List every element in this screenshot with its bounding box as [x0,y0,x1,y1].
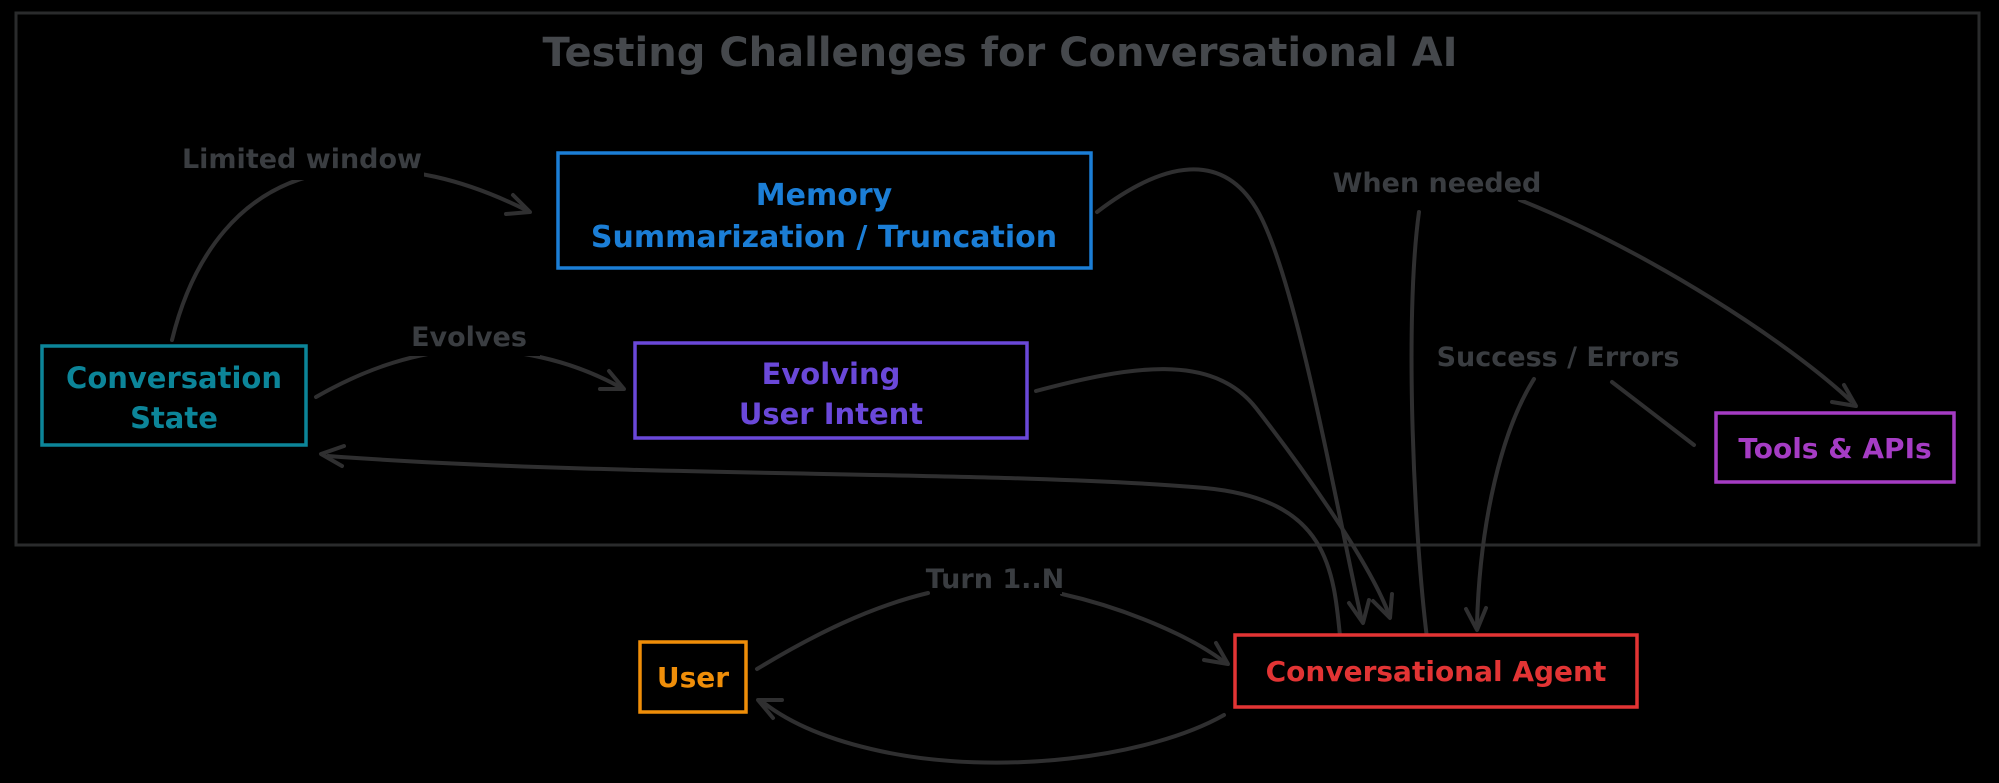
edge-label-limited-window: Limited window [182,144,422,175]
label-bg [1420,333,1696,375]
node-memory: Memory Summarization / Truncation [556,151,1093,270]
edge-agent-to-state [326,454,1343,649]
conversation-state-box [40,344,308,447]
diagram-title: Testing Challenges for Conversational AI [543,30,1458,76]
conversation-state-label-line1: Conversation [66,361,282,395]
label-bg [1330,160,1538,200]
edge-labels: Limited window Evolves When needed Succe… [182,144,1679,595]
arrowhead [1830,383,1858,408]
conversational-agent-label: Conversational Agent [1266,655,1607,688]
evolving-user-intent-box [633,341,1029,440]
edge-label-evolves: Evolves [411,322,527,353]
arrowhead [1202,641,1230,666]
edge-label-backgrounds [182,138,1696,594]
evolving-user-intent-label-line1: Evolving [762,357,901,391]
conversation-state-label-line2: State [130,401,218,435]
label-bg [930,556,1062,594]
memory-label-line2: Summarization / Truncation [591,220,1057,255]
arrowhead [504,193,532,216]
conversational-agent-box [1233,633,1639,709]
edge-label-when-needed: When needed [1333,168,1542,199]
edge-user-to-agent-head [1060,592,1225,663]
edge-agent-to-tools-head [1518,198,1853,403]
edge-memory-to-agent [1095,167,1363,619]
arrowhead [1347,598,1371,625]
node-conversational-agent: Conversational Agent [1233,633,1639,709]
edge-tools-to-agent-head [1475,377,1536,626]
memory-box [556,151,1093,270]
tools-apis-box [1714,411,1956,484]
node-tools-apis: Tools & APIs [1714,411,1956,484]
node-user: User [638,640,748,714]
user-label: User [657,661,729,694]
arrowhead [1371,592,1394,620]
node-conversation-state: Conversation State [40,344,308,447]
edge-label-turn-1-n: Turn 1..N [926,564,1065,595]
edge-intent-to-agent [1034,367,1390,614]
label-bg [400,316,540,356]
edge-agent-to-tools-tail [1409,210,1430,648]
outer-frame [14,11,1981,547]
edge-tools-to-agent-tail [1610,380,1696,447]
edges [170,167,1858,765]
memory-label-line1: Memory [756,178,893,213]
node-evolving-user-intent: Evolving User Intent [633,341,1029,440]
evolving-user-intent-label-line2: User Intent [739,397,923,431]
arrowhead [598,369,626,391]
label-bg [182,138,424,180]
arrowhead [319,444,346,468]
edge-agent-to-user [762,701,1226,765]
edge-user-to-agent-tail [755,591,930,671]
arrowhead [1464,606,1488,632]
edge-label-success-errors: Success / Errors [1437,342,1680,373]
user-box [638,640,748,714]
arrowhead [756,698,784,720]
tools-apis-label: Tools & APIs [1738,432,1931,465]
